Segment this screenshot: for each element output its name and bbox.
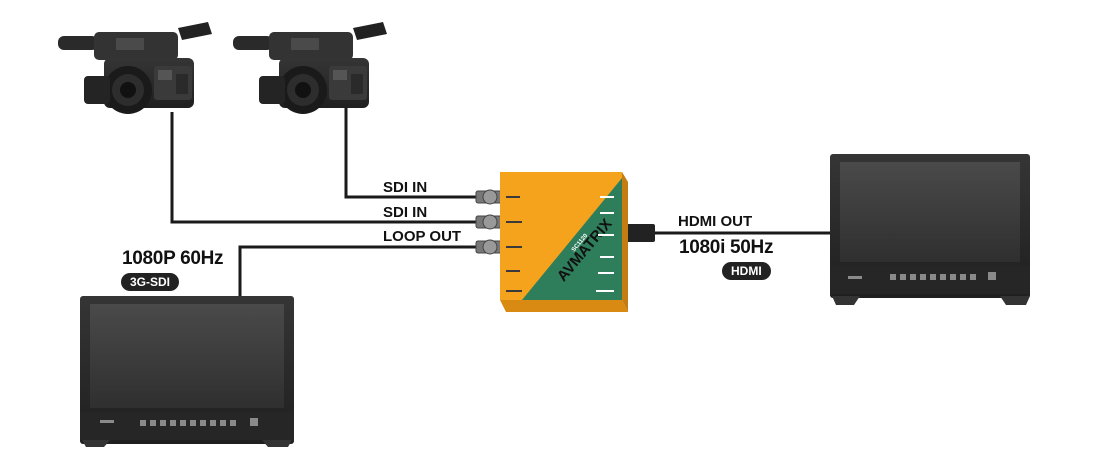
left-badge: 3G-SDI (121, 273, 180, 291)
monitor-icon (830, 154, 1030, 305)
sdi-in-label-2: SDI IN (383, 204, 428, 221)
sdi-in-label-1: SDI IN (383, 179, 428, 196)
camcorder-icon (58, 22, 212, 114)
hdmi-out-label: HDMI OUT (678, 213, 753, 230)
right-badge: HDMI (722, 262, 771, 280)
monitor-icon (80, 296, 294, 447)
cable-camera2-sdi-in (344, 108, 478, 199)
left-format-label: 1080P 60Hz (122, 248, 224, 269)
cables (170, 108, 835, 298)
bnc-connectors (475, 189, 503, 255)
sdi-to-hdmi-converter-icon: AVMATRIX SC1120 (475, 172, 655, 312)
camcorder-icon (233, 22, 387, 114)
cable-loop-out (238, 245, 478, 298)
loop-out-label: LOOP OUT (383, 228, 462, 245)
cable-camera1-sdi-in (170, 112, 478, 224)
right-format-label: 1080i 50Hz (679, 237, 774, 258)
